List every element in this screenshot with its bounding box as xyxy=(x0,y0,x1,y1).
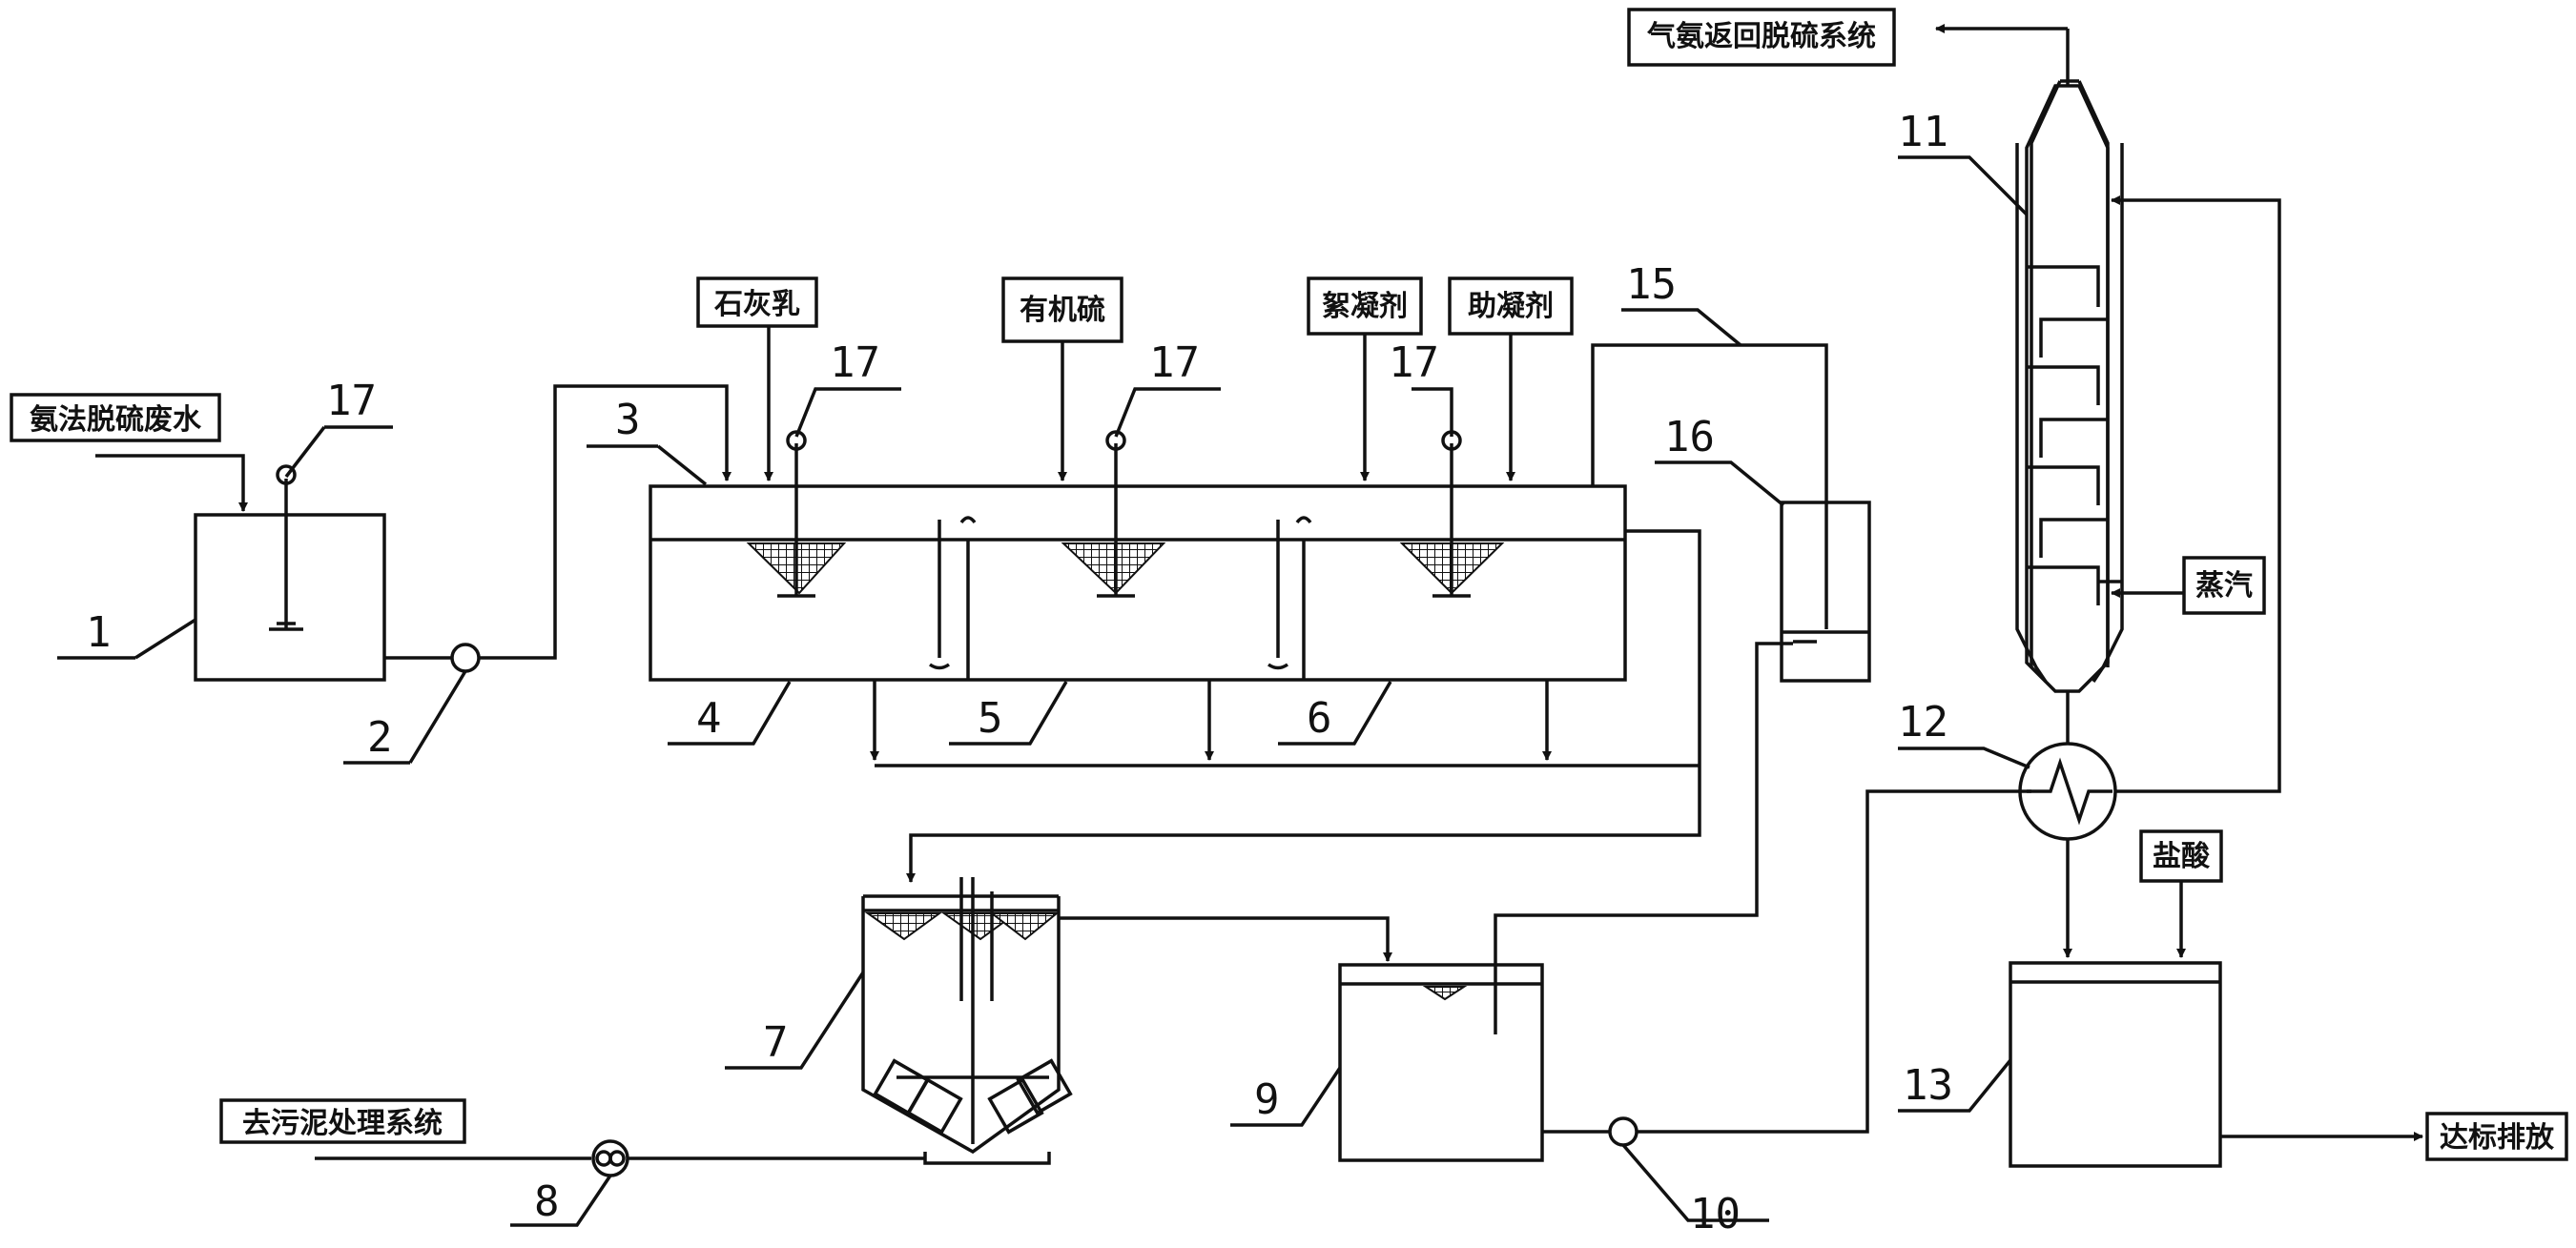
leader-17a xyxy=(284,425,326,479)
leader-4 xyxy=(668,681,792,746)
leader-8 xyxy=(510,1175,612,1227)
leader-9 xyxy=(1230,1067,1342,1127)
number-10: 10 xyxy=(1690,1190,1741,1238)
number-7: 7 xyxy=(763,1018,789,1067)
organic-sulfur-label-box: 有机硫 xyxy=(1001,276,1123,343)
coagulant-label: 絮凝剂 xyxy=(1322,290,1408,323)
leader-13 xyxy=(1898,1058,2012,1113)
number-13: 13 xyxy=(1903,1061,1953,1110)
inflow-line xyxy=(95,454,248,512)
number-11: 11 xyxy=(1898,108,1948,156)
leader-5 xyxy=(949,681,1068,746)
leader-6 xyxy=(1278,681,1392,746)
sludge-system-label: 去污泥处理系统 xyxy=(242,1107,443,1140)
number-17c: 17 xyxy=(1149,338,1200,387)
number-4: 4 xyxy=(696,694,722,743)
leader-16 xyxy=(1655,460,1785,507)
wastewater-tank-1 xyxy=(194,464,386,682)
flocculant-aid-label: 助凝剂 xyxy=(1468,290,1554,323)
pump-10-discharge-line xyxy=(1637,789,2031,1134)
leader-7 xyxy=(725,972,865,1070)
steam-label-box: 蒸汽 xyxy=(2182,556,2266,615)
leader-1 xyxy=(134,618,196,660)
discharge-label-box: 达标排放 xyxy=(2425,1112,2568,1161)
number-17d: 17 xyxy=(1389,338,1439,387)
leader-17c xyxy=(1114,387,1221,438)
number-3: 3 xyxy=(615,396,641,444)
tank6-to-clarifier-line xyxy=(906,529,1701,883)
heat-exchanger-12 xyxy=(2018,742,2117,841)
number-12: 12 xyxy=(1898,698,1948,747)
flocculant-aid-label-box: 助凝剂 xyxy=(1448,276,1574,336)
sludge-label-box: 去污泥处理系统 xyxy=(219,1098,466,1144)
leader-10 xyxy=(1621,1143,1769,1222)
mixer-chamber-6 xyxy=(1399,430,1505,598)
clarifier-to-tank9-line xyxy=(1059,916,1392,962)
number-1: 1 xyxy=(86,608,112,657)
number-9: 9 xyxy=(1254,1075,1280,1124)
number-16: 16 xyxy=(1664,413,1715,461)
pump-8 xyxy=(591,1139,629,1177)
leader-12 xyxy=(1898,747,2030,769)
pump-2 xyxy=(450,643,481,673)
gas-return-label-box: 气氨返回脱硫系统 xyxy=(1627,8,1896,67)
gas-return-label: 气氨返回脱硫系统 xyxy=(1647,20,1876,53)
number-2: 2 xyxy=(367,713,393,762)
mixer-chamber-4 xyxy=(746,430,847,598)
hcl-label-box: 盐酸 xyxy=(2139,829,2223,883)
lime-milk-label: 石灰乳 xyxy=(713,288,800,321)
number-6: 6 xyxy=(1307,694,1332,743)
sludge-header-line xyxy=(870,680,1700,767)
steam-label: 蒸汽 xyxy=(2195,569,2253,603)
tank16-to-tank9-line xyxy=(1494,642,1793,1034)
leader-11 xyxy=(1898,155,2029,216)
wastewater-label: 氨法脱硫废水 xyxy=(30,403,202,437)
line-15 xyxy=(1591,343,1828,629)
number-17b: 17 xyxy=(830,338,880,387)
organic-sulfur-label: 有机硫 xyxy=(1020,294,1105,327)
coagulant-label-box: 絮凝剂 xyxy=(1307,276,1423,336)
reaction-tank-3 xyxy=(649,484,1627,682)
number-5: 5 xyxy=(978,694,1003,743)
pump-2-discharge-line xyxy=(479,384,732,660)
number-15: 15 xyxy=(1626,260,1677,309)
intermediate-tank-9 xyxy=(1338,963,1544,1162)
leader-15 xyxy=(1621,308,1742,347)
clarifier-7 xyxy=(861,877,1073,1165)
number-8: 8 xyxy=(534,1177,560,1226)
neutralization-tank-13 xyxy=(2009,961,2222,1168)
leader-17b xyxy=(794,387,901,438)
wastewater-label-box: 氨法脱硫废水 xyxy=(10,393,221,442)
discharge-label: 达标排放 xyxy=(2440,1121,2555,1155)
pump-10 xyxy=(1608,1116,1638,1147)
mixer-chamber-5 xyxy=(1061,430,1166,598)
number-17a: 17 xyxy=(326,377,377,425)
hcl-label: 盐酸 xyxy=(2153,840,2211,873)
leader-3 xyxy=(656,444,708,486)
column-shell xyxy=(2025,84,2122,693)
preheated-feed-line xyxy=(2111,195,2281,793)
lime-milk-label-box: 石灰乳 xyxy=(696,276,818,328)
leader-17d xyxy=(1412,387,1453,437)
